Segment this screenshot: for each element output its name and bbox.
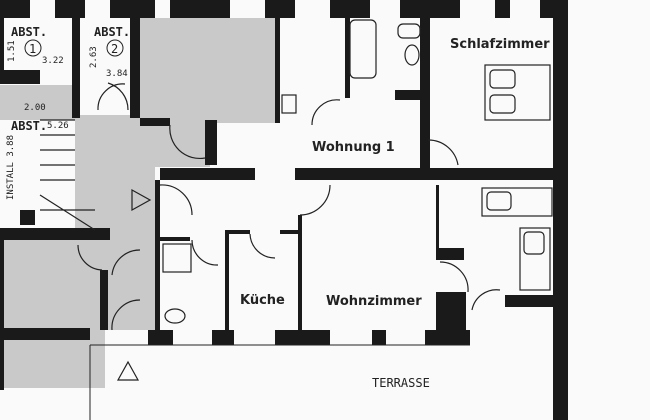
door-swing <box>159 184 193 216</box>
toilet-icon <box>164 308 186 324</box>
wall <box>148 330 173 345</box>
wall <box>110 0 155 18</box>
wall <box>265 0 295 18</box>
wall <box>0 18 4 78</box>
door-swing <box>439 261 469 293</box>
storage-labels: ABST. 1 1.51 3.22 ABST. 2 2.63 3.84 2.00… <box>6 25 130 200</box>
door-swing <box>311 99 341 126</box>
wall <box>275 18 280 123</box>
wall <box>425 330 470 345</box>
wall <box>436 248 464 260</box>
door-swing <box>299 184 331 216</box>
wall <box>205 120 217 165</box>
storage-3-length: 2.00 <box>24 103 46 113</box>
door-swing <box>111 299 141 331</box>
wall <box>0 70 40 84</box>
wall <box>400 0 460 18</box>
room-label-schlafzimmer: Schlafzimmer <box>450 37 550 52</box>
wall <box>55 0 85 18</box>
storage-1-width: 1.51 <box>7 40 17 62</box>
wall <box>0 228 110 240</box>
shower-icon <box>162 243 192 273</box>
storage-1-label: ABST. <box>11 25 47 39</box>
door-swing <box>97 83 126 111</box>
terrace-triangle-icon <box>116 360 140 381</box>
room-label-wohnung: Wohnung 1 <box>312 140 395 155</box>
wall <box>155 180 160 335</box>
wall <box>295 168 555 180</box>
wall <box>505 295 553 307</box>
storage-1-circle <box>24 39 42 57</box>
door-swing <box>249 233 276 259</box>
room-label-terrasse: TERRASSE <box>372 376 430 390</box>
door-swing <box>111 249 141 276</box>
storage-3-label: ABST. <box>11 119 47 133</box>
door-swing <box>471 289 501 311</box>
wall <box>212 330 234 345</box>
wall <box>160 168 255 180</box>
install-label: INSTALL 3.88 <box>6 135 16 200</box>
wall <box>225 230 250 234</box>
storage-1-number: 1 <box>29 42 36 56</box>
wall <box>225 230 229 330</box>
shared-area <box>0 240 105 388</box>
wall <box>100 270 108 330</box>
shared-area <box>140 18 275 123</box>
fixtures <box>39 19 553 381</box>
room-label-kueche: Küche <box>240 293 285 308</box>
single-bed-icon <box>481 187 553 217</box>
storage-3-area: 5.26 <box>47 121 69 131</box>
doors <box>77 82 501 331</box>
wall <box>420 18 430 168</box>
wall <box>436 185 439 250</box>
wall <box>130 18 140 118</box>
shared-area <box>0 85 75 120</box>
storage-1-area: 3.22 <box>42 56 64 66</box>
single-bed-icon <box>519 227 551 291</box>
wall <box>140 118 170 126</box>
wall <box>20 210 35 225</box>
wall <box>72 18 80 118</box>
wall <box>395 90 425 100</box>
stairs-icon <box>39 119 96 231</box>
wall <box>495 0 510 18</box>
wall <box>330 0 370 18</box>
door-swing <box>427 139 459 166</box>
wall <box>372 330 386 345</box>
bathtub-icon <box>349 19 377 79</box>
wall <box>280 230 300 234</box>
storage-2-width: 2.63 <box>89 46 99 68</box>
entrance-triangle-icon <box>131 188 152 212</box>
stove-icon <box>281 94 297 114</box>
wall <box>298 215 302 330</box>
door-swing <box>169 124 206 160</box>
door-swing <box>77 244 103 271</box>
double-bed-icon <box>484 64 551 121</box>
wall <box>553 0 568 420</box>
wall <box>0 240 4 390</box>
room-labels: Schlafzimmer Wohnung 1 Küche Wohnzimmer … <box>240 37 550 390</box>
storage-2-area: 3.84 <box>106 69 128 79</box>
toilet-icon <box>404 44 420 66</box>
wall <box>0 328 90 340</box>
wall <box>170 0 230 18</box>
room-label-wohnzimmer: Wohnzimmer <box>326 294 422 309</box>
door-swing <box>107 82 129 111</box>
storage-2-number: 2 <box>111 42 118 56</box>
wall <box>275 330 330 345</box>
wall <box>0 0 30 18</box>
walls <box>0 0 568 420</box>
storage-2-label: ABST. <box>94 25 130 39</box>
sink-icon <box>397 23 421 39</box>
door-swing <box>191 239 219 266</box>
storage-2-circle <box>106 39 124 57</box>
wall <box>160 237 190 241</box>
wall <box>345 18 350 98</box>
